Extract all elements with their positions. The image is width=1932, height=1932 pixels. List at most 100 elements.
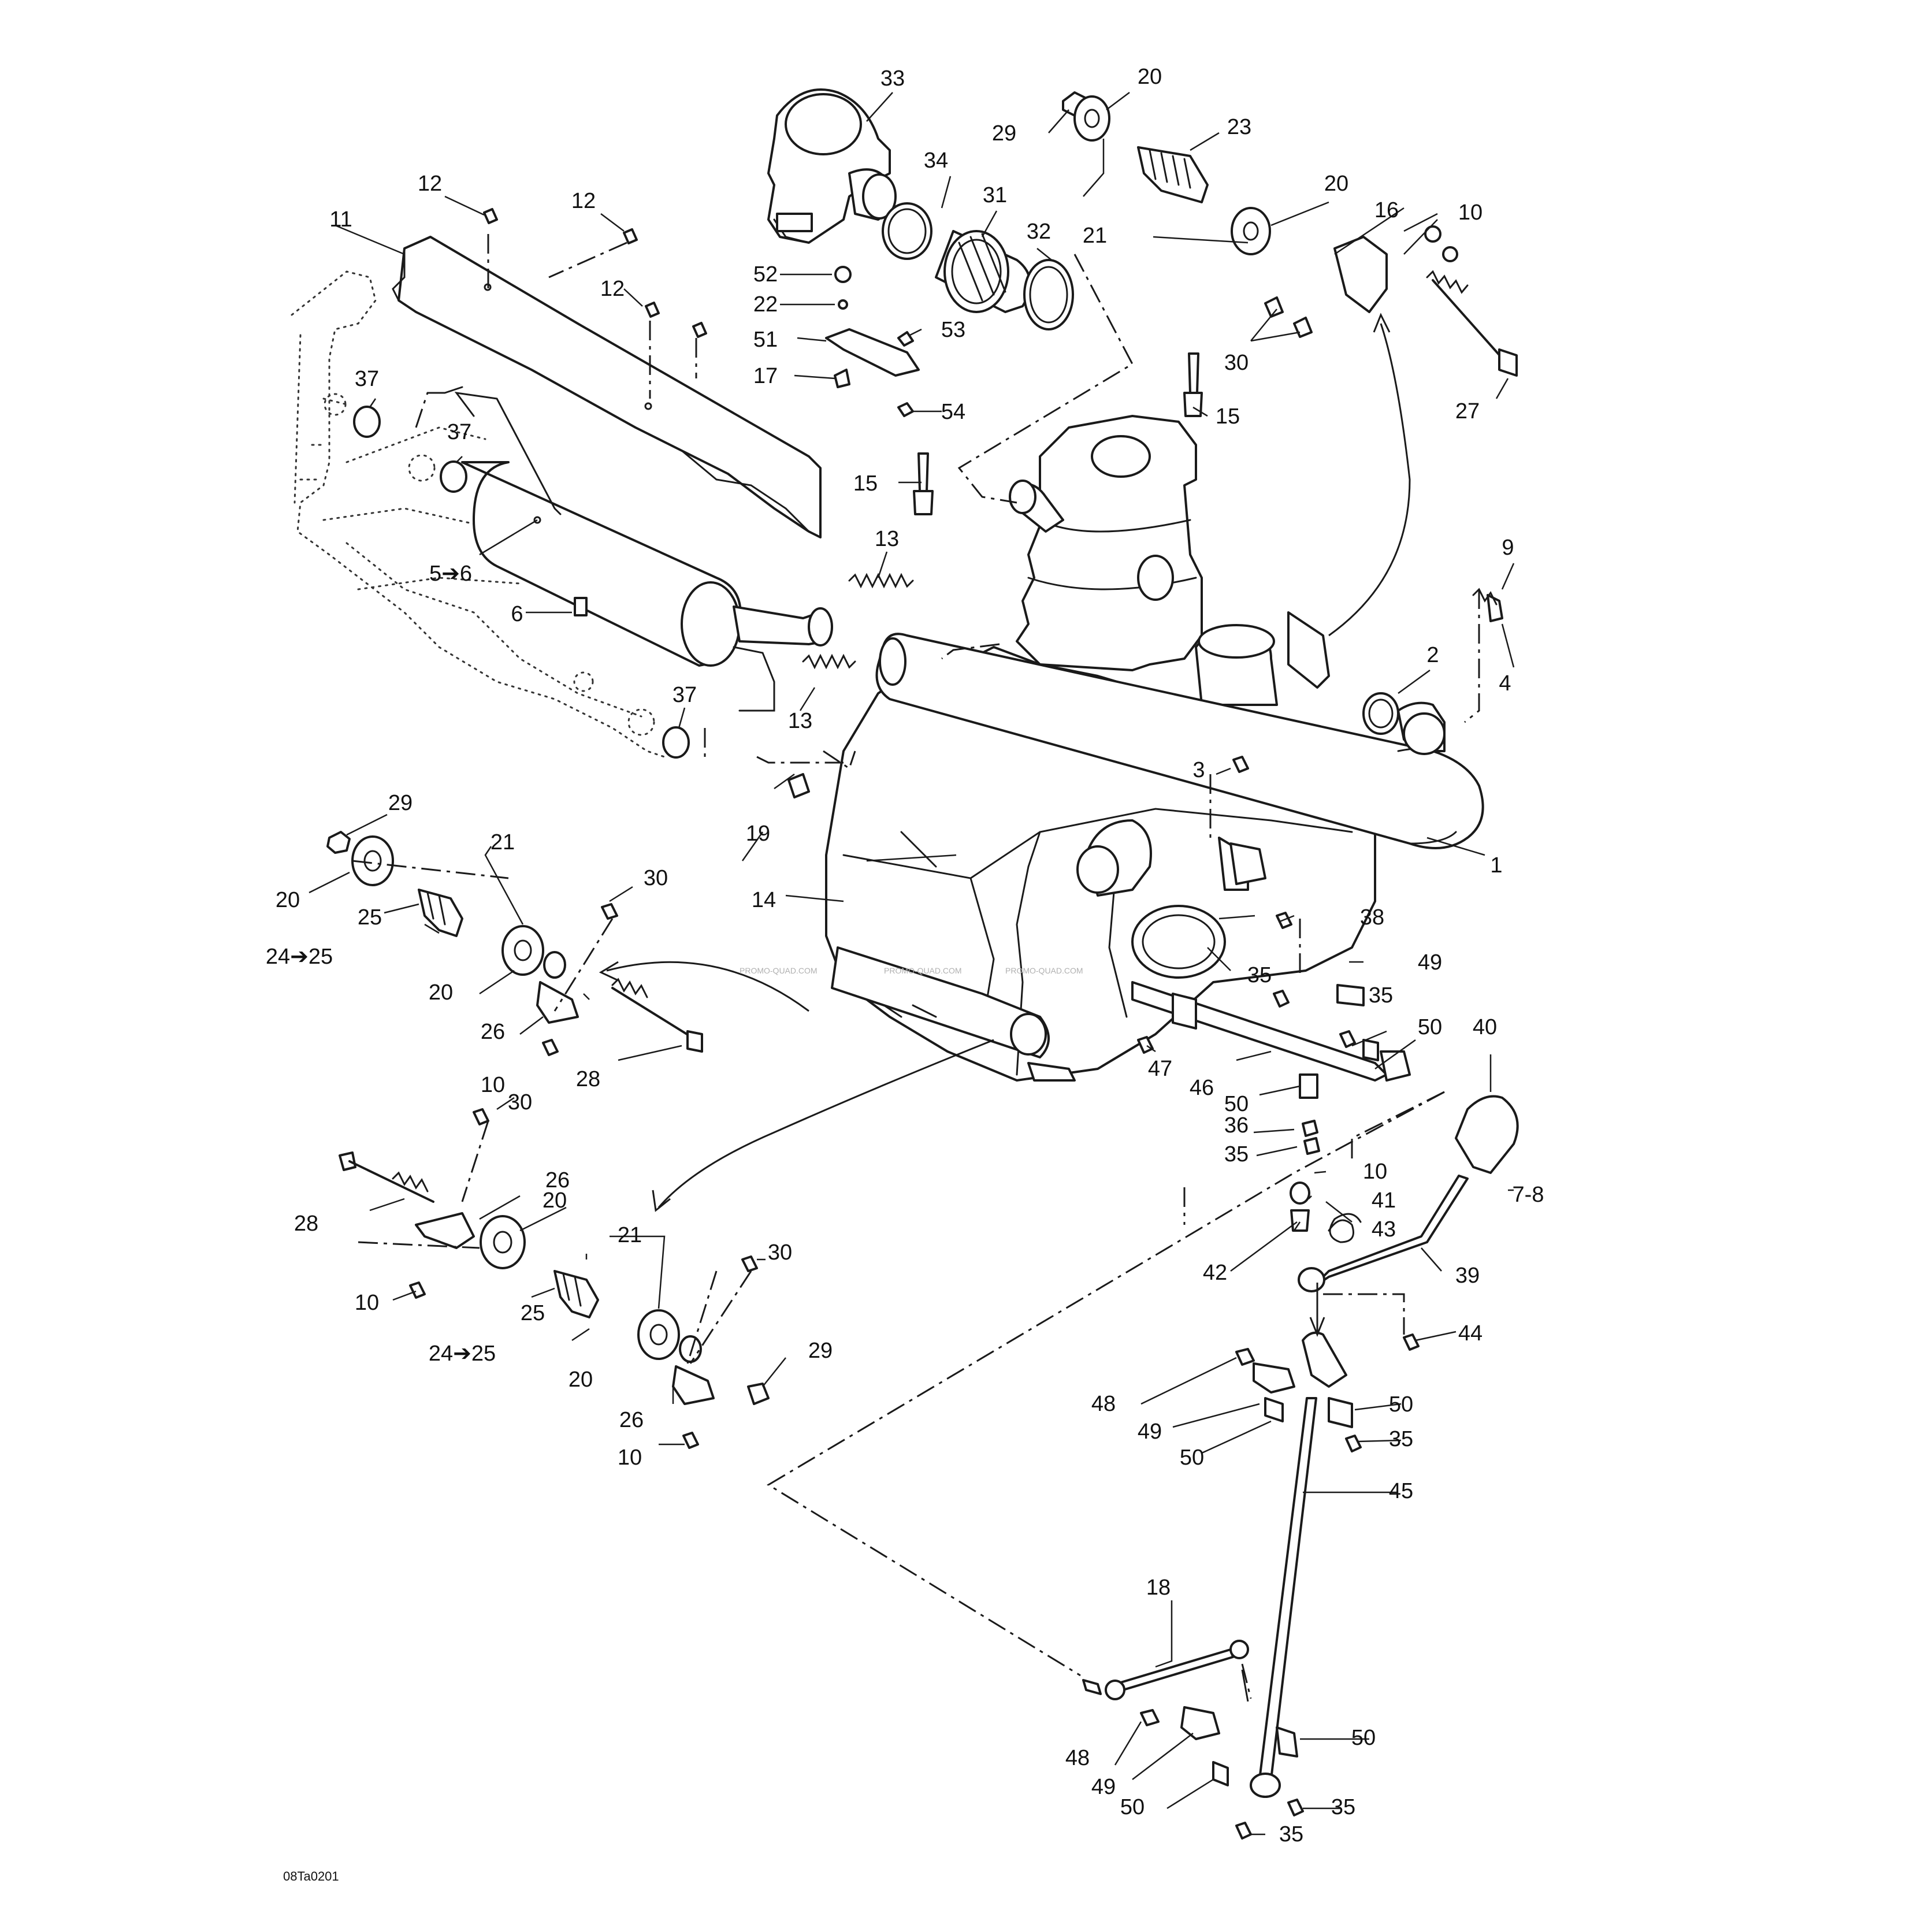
carburetor xyxy=(767,88,897,244)
part-callout-30d: 30 xyxy=(768,1240,792,1265)
callout-leader-lines xyxy=(309,92,1515,1836)
part-callout-10c: 10 xyxy=(1363,1160,1387,1184)
part-callout-46: 46 xyxy=(1190,1076,1214,1100)
part-callout-10d: 10 xyxy=(355,1291,379,1315)
part-callout-12b: 12 xyxy=(571,189,596,213)
part-callout-13b: 13 xyxy=(788,709,812,733)
part-callout-12a: 12 xyxy=(418,172,442,196)
heat-shield xyxy=(392,236,822,538)
part-callout-25a: 25 xyxy=(358,905,382,930)
part-callout-22: 22 xyxy=(753,292,778,317)
part-callout-39: 39 xyxy=(1455,1264,1480,1288)
part-callout-10b: 10 xyxy=(481,1073,505,1097)
part-callout-21b: 21 xyxy=(491,830,515,854)
part-callout-6: 6 xyxy=(511,602,523,626)
part-callout-27: 27 xyxy=(1455,399,1480,423)
assembly-center-lines xyxy=(352,234,1480,1699)
part-callout-21a: 21 xyxy=(1083,224,1107,248)
misc-fasteners xyxy=(353,208,1503,798)
part-callout-49b: 49 xyxy=(1138,1420,1162,1444)
part-callout-16: 16 xyxy=(1374,198,1399,222)
part-callout-11: 11 xyxy=(329,207,352,232)
part-callout-50e: 50 xyxy=(1351,1726,1376,1750)
part-callout-5: 5➔6 xyxy=(429,562,472,586)
part-callout-45: 45 xyxy=(1389,1479,1413,1503)
exhaust-springs xyxy=(802,573,914,670)
part-callout-9: 9 xyxy=(1502,536,1514,560)
part-callout-50d: 50 xyxy=(1180,1446,1204,1470)
left-engine-mount-upper xyxy=(326,831,703,1056)
part-callout-30c: 30 xyxy=(508,1090,532,1114)
part-callout-19: 19 xyxy=(746,822,770,846)
part-callout-14: 14 xyxy=(752,888,776,912)
part-callout-26c: 26 xyxy=(619,1408,644,1432)
part-callout-32: 32 xyxy=(1027,220,1051,244)
part-callout-37c: 37 xyxy=(673,683,697,707)
watermark-text: PROMO-QUAD.COM xyxy=(740,966,818,975)
part-callout-37a: 37 xyxy=(355,367,379,391)
part-callout-40: 40 xyxy=(1473,1015,1497,1039)
part-callout-35a: 35 xyxy=(1247,963,1272,987)
part-callout-41: 41 xyxy=(1372,1188,1396,1213)
part-callout-33: 33 xyxy=(880,66,905,91)
part-callout-29c: 29 xyxy=(808,1339,833,1363)
watermark-group: PROMO-QUAD.COM PROMO-QUAD.COM PROMO-QUAD… xyxy=(740,966,1083,975)
gear-shift-assembly xyxy=(1082,756,1519,1840)
watermark-text: PROMO-QUAD.COM xyxy=(884,966,962,975)
part-callout-20e: 20 xyxy=(543,1188,567,1213)
part-callout-54: 54 xyxy=(941,400,965,424)
part-callout-35c: 35 xyxy=(1224,1142,1249,1166)
part-callout-35f: 35 xyxy=(1279,1822,1303,1846)
part-callout-2: 2 xyxy=(1426,643,1439,667)
part-callout-26b: 26 xyxy=(545,1168,570,1192)
part-callout-10e: 10 xyxy=(618,1446,642,1470)
part-callout-20d: 20 xyxy=(429,980,453,1005)
part-callout-30a: 30 xyxy=(1224,351,1249,375)
part-callout-15a: 15 xyxy=(1216,404,1240,429)
part-callout-50a: 50 xyxy=(1418,1015,1442,1039)
part-callout-52: 52 xyxy=(753,262,778,287)
part-callout-50c: 50 xyxy=(1389,1392,1413,1417)
part-callout-15b: 15 xyxy=(853,471,878,496)
part-callout-23: 23 xyxy=(1227,115,1251,139)
part-callout-35d: 35 xyxy=(1389,1427,1413,1451)
part-callout-36: 36 xyxy=(1224,1113,1249,1138)
part-callout-18: 18 xyxy=(1146,1576,1171,1600)
part-callout-51: 51 xyxy=(753,328,778,352)
part-callout-47: 47 xyxy=(1148,1057,1172,1081)
carburetor-hardware xyxy=(825,266,920,417)
part-callout-20c: 20 xyxy=(276,888,300,912)
part-callout-20b: 20 xyxy=(1324,172,1348,196)
part-callout-38: 38 xyxy=(1360,905,1384,930)
part-callout-20f: 20 xyxy=(569,1368,593,1392)
part-callout-44: 44 xyxy=(1458,1321,1483,1346)
part-callout-28b: 28 xyxy=(294,1212,318,1236)
part-callout-49a: 49 xyxy=(1418,950,1442,975)
drawing-reference-code: 08Ta0201 xyxy=(283,1869,339,1883)
part-callout-29b: 29 xyxy=(388,791,413,815)
part-callout-50b: 50 xyxy=(1224,1092,1249,1116)
assembly-arrows xyxy=(599,313,1411,1702)
part-callout-3: 3 xyxy=(1192,758,1205,782)
part-callout-10a: 10 xyxy=(1458,200,1483,225)
part-callout-31: 31 xyxy=(983,183,1007,207)
part-callout-1: 1 xyxy=(1490,853,1502,878)
part-callout-37b: 37 xyxy=(447,420,471,444)
part-callout-4: 4 xyxy=(1499,671,1511,696)
watermark-text: PROMO-QUAD.COM xyxy=(1005,966,1083,975)
part-callout-49c: 49 xyxy=(1091,1775,1116,1799)
part-callout-24b: 24➔25 xyxy=(429,1342,496,1366)
part-callout-20a: 20 xyxy=(1138,65,1162,89)
exhaust-pipe xyxy=(875,633,1484,849)
part-callout-21c: 21 xyxy=(618,1223,642,1247)
part-callout-35e: 35 xyxy=(1331,1795,1355,1819)
part-callout-26a: 26 xyxy=(481,1020,505,1044)
part-callout-48a: 48 xyxy=(1091,1392,1116,1416)
part-callout-17: 17 xyxy=(753,364,778,388)
part-callout-30b: 30 xyxy=(644,866,668,890)
part-callout-13a: 13 xyxy=(875,527,899,551)
exhaust-gasket xyxy=(1362,692,1399,735)
part-callout-43: 43 xyxy=(1372,1217,1396,1242)
